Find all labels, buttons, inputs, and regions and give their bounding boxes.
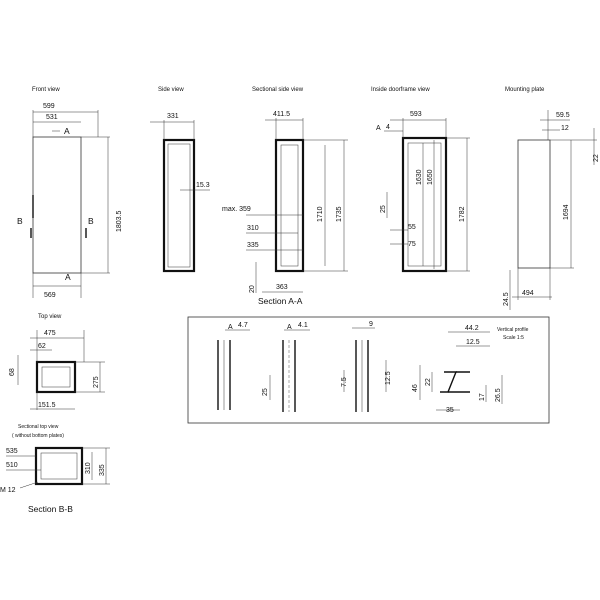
section-b-b-caption: Section B-B [28, 504, 73, 514]
inside-doorframe-title: Inside doorframe view [371, 87, 430, 93]
dim-275: 275 [93, 376, 100, 388]
dim-22-profile: 22 [425, 378, 432, 386]
label-b-left: B [17, 216, 23, 226]
profile-shape-lines [448, 371, 470, 393]
dim-75: 75 [408, 241, 416, 248]
dim-44-2: 44.2 [465, 325, 479, 332]
top-view-cabinet [35, 360, 77, 394]
dim-4-1: 4.1 [298, 322, 308, 329]
dim-494: 494 [522, 290, 534, 297]
dim-4-7: 4.7 [238, 322, 248, 329]
label-a-top: A [64, 126, 70, 136]
dim-12-5-detail: 12.5 [385, 371, 392, 385]
dim-593: 593 [410, 111, 422, 118]
dim-26-5: 26.5 [495, 388, 502, 402]
sectional-top-view: Sectional top view ( without bottom plat… [0, 424, 110, 514]
dim-510: 510 [6, 462, 18, 469]
dim-25-detail: 25 [262, 388, 269, 396]
dim-20: 20 [249, 285, 256, 293]
leader-m12 [19, 481, 39, 489]
detail-3: 9 7.5 12.5 [341, 321, 392, 412]
dim-12: 12 [561, 125, 569, 132]
label-b-right: B [88, 216, 94, 226]
dim-1735: 1735 [336, 206, 343, 222]
side-view-inner [167, 143, 191, 268]
profile-title: Vertical profile [497, 327, 529, 333]
vertical-profile: Vertical profile Scale 1:5 44.2 12.5 46 … [412, 325, 529, 414]
section-a-a-caption: Section A-A [258, 296, 303, 306]
side-view-title: Side view [158, 87, 184, 93]
dim-22: 22 [593, 154, 600, 162]
dim-m12: M 12 [0, 487, 16, 494]
dim-1650: 1650 [427, 169, 434, 185]
profile-shape-left [440, 371, 458, 393]
dim-331: 331 [167, 113, 179, 120]
dim-25: 25 [380, 205, 387, 213]
doorframe-label-a: A [376, 125, 381, 132]
sectional-side-cabinet [274, 138, 305, 273]
front-view: Front view 599 531 A 1803.5 B B A 569 [17, 87, 123, 299]
dim-12-5-profile: 12.5 [466, 339, 480, 346]
dim-max-359: max. 359 [222, 206, 251, 213]
dim-35: 35 [446, 407, 454, 414]
profile-scale: Scale 1:5 [503, 335, 524, 341]
dim-310: 310 [247, 225, 259, 232]
dim-1630: 1630 [416, 169, 423, 185]
dim-7-5: 7.5 [341, 377, 348, 387]
dim-335-top: 335 [99, 464, 106, 476]
dim-9: 9 [369, 321, 373, 328]
details-panel: A 4.7 A 4.1 25 9 7.5 [187, 316, 550, 424]
dim-62: 62 [38, 343, 46, 350]
dim-55: 55 [408, 224, 416, 231]
front-view-title: Front view [32, 87, 60, 93]
doorframe-inner [407, 142, 442, 267]
details-frame [187, 316, 550, 424]
dim-531: 531 [46, 114, 58, 121]
dim-1710: 1710 [317, 206, 324, 222]
side-view: Side view 331 15.3 [150, 87, 210, 273]
mounting-plate-outline [517, 139, 551, 269]
dim-24-5: 24.5 [503, 292, 510, 306]
dim-17: 17 [479, 393, 486, 401]
top-view-inner [41, 366, 71, 388]
dim-1803-5: 1803.5 [116, 210, 123, 232]
dim-4: 4 [386, 124, 390, 131]
dim-363: 363 [276, 284, 288, 291]
dim-535: 535 [6, 448, 18, 455]
sectional-top-view-title: Sectional top view [18, 424, 59, 430]
dim-569: 569 [44, 292, 56, 299]
dim-310-top: 310 [85, 462, 92, 474]
dim-59-5: 59.5 [556, 112, 570, 119]
dim-46: 46 [412, 384, 419, 392]
sectional-side-view-title: Sectional side view [252, 87, 304, 93]
mounting-plate-view: Mounting plate 59.5 12 22 1694 24.5 494 [503, 87, 600, 310]
dim-1782: 1782 [459, 206, 466, 222]
top-view-title: Top view [38, 314, 62, 320]
sectional-top-cabinet [34, 446, 84, 486]
dim-599: 599 [43, 103, 55, 110]
inside-doorframe-view: Inside doorframe view 593 A 4 1630 1650 … [371, 87, 470, 273]
label-a-bottom: A [65, 272, 71, 282]
dim-68: 68 [9, 368, 16, 376]
front-view-cabinet [32, 136, 82, 274]
dim-1694: 1694 [563, 204, 570, 220]
detail1-label-a: A [228, 324, 233, 331]
dim-151-5: 151.5 [38, 402, 56, 409]
dim-411-5: 411.5 [273, 111, 290, 118]
side-view-cabinet [162, 138, 196, 273]
sectional-top-inner [40, 452, 78, 480]
mounting-plate-title: Mounting plate [505, 87, 545, 93]
dim-15-3: 15.3 [196, 182, 210, 189]
detail-2: A 4.1 25 [262, 322, 310, 412]
sectional-side-inner [280, 144, 299, 267]
top-view: Top view 475 62 68 275 151.5 [9, 314, 105, 410]
sectional-side-view: Sectional side view 411.5 max. 359 310 3… [222, 87, 348, 306]
dim-475: 475 [44, 330, 56, 337]
doorframe-outer [401, 136, 448, 273]
detail-1: A 4.7 [217, 322, 250, 410]
detail2-label-a: A [287, 324, 292, 331]
sectional-top-view-subtitle: ( without bottom plates) [12, 433, 64, 439]
dim-335: 335 [247, 242, 259, 249]
